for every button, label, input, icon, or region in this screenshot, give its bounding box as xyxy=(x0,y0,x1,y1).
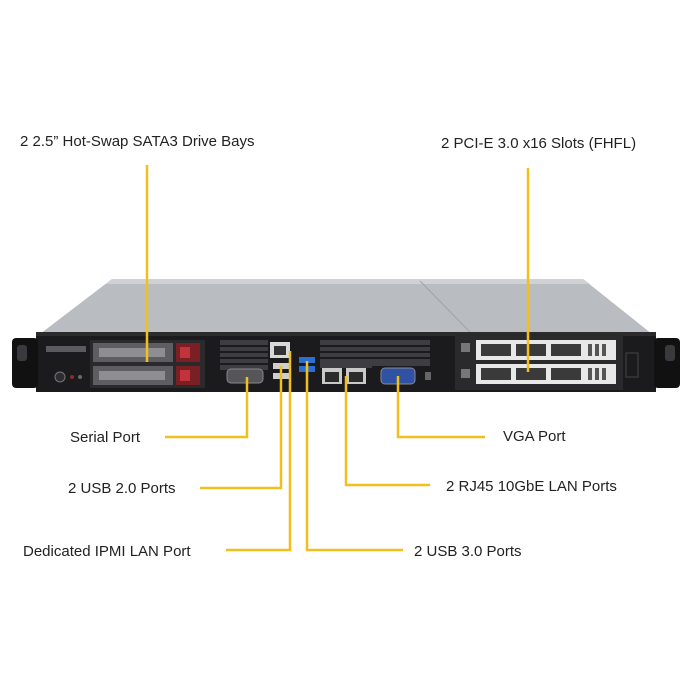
rj45-lan-ports-label: 2 RJ45 10GbE LAN Ports xyxy=(446,478,617,495)
pcie-slots-label: 2 PCI-E 3.0 x16 Slots (FHFL) xyxy=(441,135,637,152)
usb3-port-icon xyxy=(299,357,315,363)
rj45-callout xyxy=(344,376,430,487)
usb3-callout xyxy=(305,361,403,552)
usb2-ports-label: 2 USB 2.0 Ports xyxy=(68,480,176,497)
callout-lines xyxy=(145,165,530,552)
vga-port-label: VGA Port xyxy=(503,428,566,445)
usb2-callout xyxy=(200,366,283,490)
ipmi-callout xyxy=(226,351,292,552)
drive-bays-label: 2 2.5” Hot-Swap SATA3 Drive Bays xyxy=(20,133,255,150)
vga-callout xyxy=(396,376,485,439)
serial-port-icon xyxy=(226,368,264,384)
rj45-port-icon xyxy=(322,368,366,384)
chassis-top-icon xyxy=(40,279,652,334)
usb3-ports-label: 2 USB 3.0 Ports xyxy=(414,543,522,560)
serial-port-label: Serial Port xyxy=(70,429,141,446)
serial-callout xyxy=(165,377,249,439)
drive-bay-icon xyxy=(90,340,205,388)
power-button-icon xyxy=(54,371,66,383)
ipmi-lan-port-label: Dedicated IPMI LAN Port xyxy=(23,543,191,560)
